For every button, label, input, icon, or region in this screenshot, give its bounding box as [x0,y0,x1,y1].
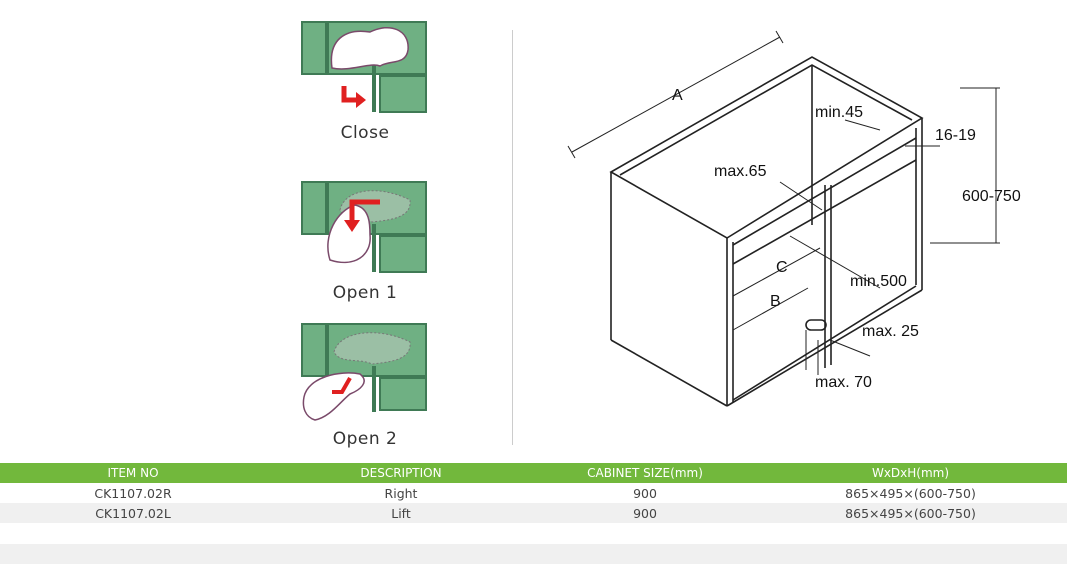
cell-item-no: CK1107.02L [95,505,171,521]
cell-item-no: CK1107.02R [94,485,172,501]
spec-table: ITEM NO DESCRIPTION CABINET SIZE(mm) WxD… [0,463,1067,564]
header-description: DESCRIPTION [360,466,442,480]
divider [512,30,513,445]
dim-max70-label: max. 70 [815,374,872,391]
step-caption: Close [340,123,390,143]
cell-cabinet-size: 900 [633,505,657,521]
dim-max25-label: max. 25 [862,323,919,340]
open2-state-illustration [301,323,427,421]
cell-dimensions: 865×495×(600-750) [845,485,976,501]
table-row: CK1107.02L Lift 900 865×495×(600-750) [0,503,1067,523]
cell-description: Lift [391,505,411,521]
header-item-no: ITEM NO [107,466,159,480]
dim-min45-label: min.45 [815,104,863,121]
table-row: CK1107.02R Right 900 865×495×(600-750) [0,483,1067,503]
dim-min500-label: min.500 [850,273,907,290]
dim-height-label: 600-750 [962,188,1021,205]
dim-max65-label: max.65 [714,163,767,180]
step-caption: Open 2 [332,429,398,449]
open1-state-illustration [301,181,427,273]
dim-b-label: B [770,293,781,310]
header-cabinet-size: CABINET SIZE(mm) [587,466,703,480]
table-header: ITEM NO DESCRIPTION CABINET SIZE(mm) WxD… [0,463,1067,483]
empty-row [0,544,1067,564]
empty-row [0,523,1067,544]
cell-dimensions: 865×495×(600-750) [845,505,976,521]
dim-a-label: A [672,87,683,104]
dim-c-label: C [776,259,788,276]
cell-cabinet-size: 900 [633,485,657,501]
cabinet-dimension-diagram: A min.45 16-19 max.65 600-750 C min.500 … [567,30,1021,407]
cell-description: Right [384,485,418,501]
step-caption: Open 1 [332,283,398,303]
header-dimensions: WxDxH(mm) [871,466,950,480]
dim-thickness-label: 16-19 [935,127,976,144]
close-state-illustration [301,21,427,113]
